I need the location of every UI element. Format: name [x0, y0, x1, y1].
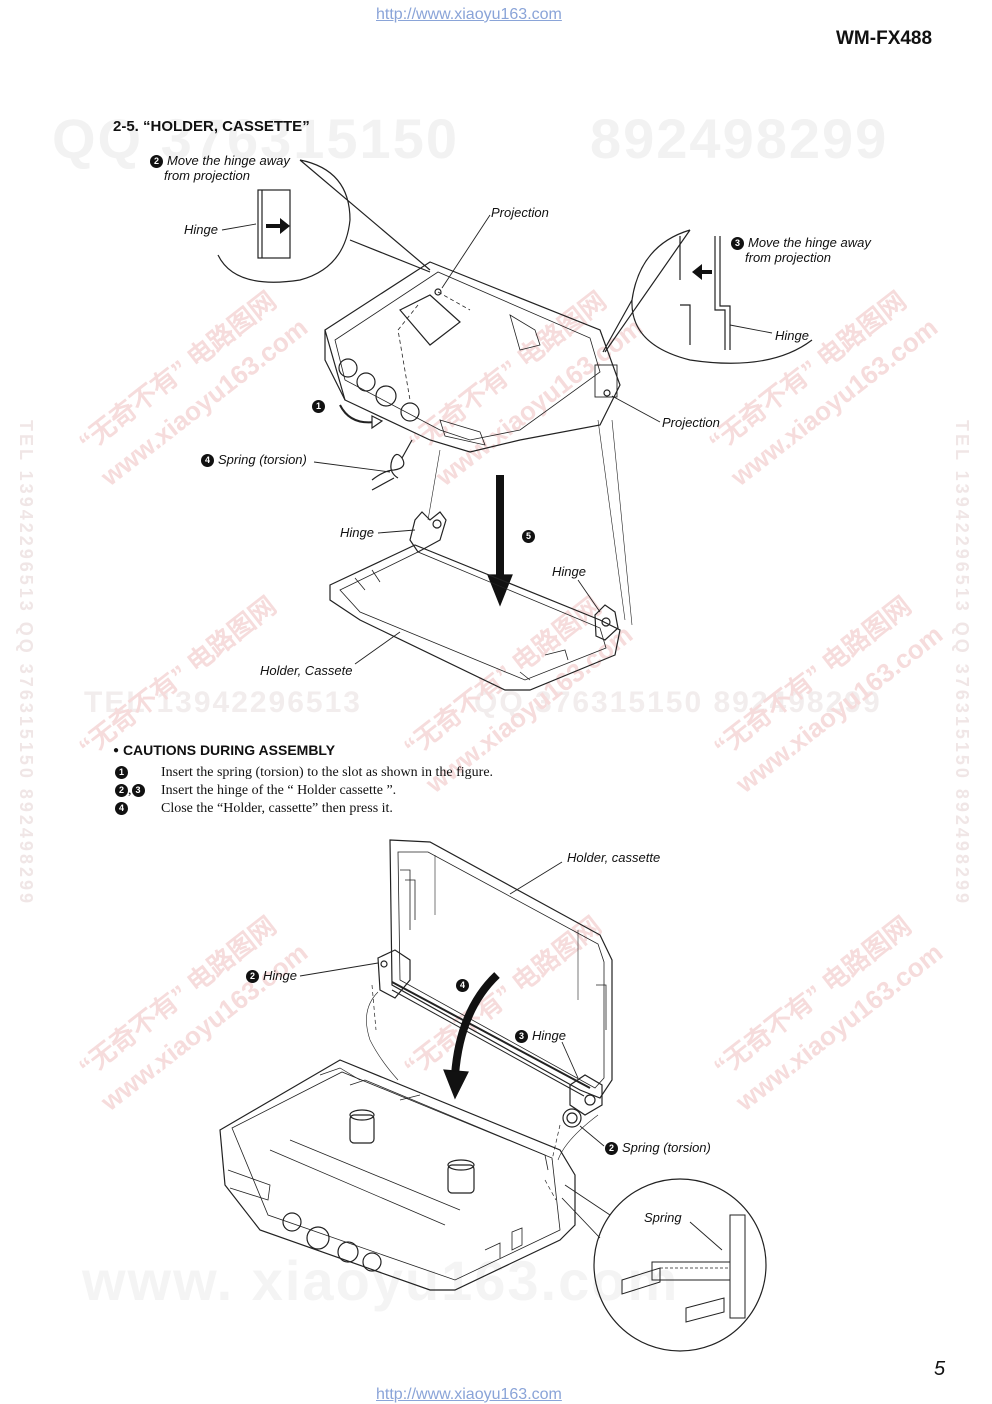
step-3-icon: 3 [731, 237, 744, 250]
spring-label: 4 Spring (torsion) [201, 452, 307, 467]
caution-item-1-text: Insert the spring (torsion) to the slot … [161, 765, 494, 780]
callout-left-line2: from projection [164, 168, 250, 183]
hinge-2-icon: 2 [246, 970, 259, 983]
caution-2-icon: 2 [115, 784, 128, 797]
section-title: 2-5. “HOLDER, CASSETTE” [113, 118, 310, 135]
page-number: 5 [934, 1358, 946, 1380]
spring-torsion-label: 2 Spring (torsion) [605, 1140, 711, 1155]
caution-item-3: 4 Close the “Holder, cassette” then pres… [115, 801, 715, 819]
hinge-2-text: Hinge [263, 968, 297, 983]
spring-label-text: Spring (torsion) [218, 452, 307, 467]
footer-url-link[interactable]: http://www.xiaoyu163.com [376, 1386, 562, 1403]
hinge-right-label: Hinge [552, 564, 586, 579]
spring-torsion-text: Spring (torsion) [622, 1140, 711, 1155]
step-4b-icon: 4 [456, 979, 469, 992]
cautions-heading-text: CAUTIONS DURING ASSEMBLY [122, 742, 336, 758]
step-5-icon: 5 [522, 530, 535, 543]
callout-left-text: 2 Move the hinge away from projection [150, 153, 290, 183]
hinge-3-icon: 3 [515, 1030, 528, 1043]
caution-1-icon: 1 [115, 766, 128, 779]
caution-4-icon: 4 [115, 802, 128, 815]
caution-item-2-text: Insert the hinge of the “ Holder cassett… [161, 783, 397, 798]
callout-left-hinge-label: Hinge [184, 222, 218, 237]
spring-2-icon: 2 [605, 1142, 618, 1155]
caution-item-2: 2,3 Insert the hinge of the “ Holder cas… [115, 783, 715, 801]
projection-right-label: Projection [662, 415, 720, 430]
step-4-marker: 4 [456, 977, 473, 992]
model-number: WM-FX488 [836, 28, 933, 49]
detail-spring-label: Spring [644, 1210, 682, 1225]
callout-right-line2: from projection [745, 250, 831, 265]
hinge-left-label: Hinge [340, 525, 374, 540]
caution-item-3-text: Close the “Holder, cassette” then press … [161, 801, 393, 816]
callout-left-line1: Move the hinge away [167, 153, 290, 168]
holder-cassette-label: Holder, cassette [567, 850, 661, 865]
step-1-marker: 1 [312, 398, 329, 413]
callout-right-hinge-label: Hinge [775, 328, 809, 343]
step-4-icon: 4 [201, 454, 214, 467]
cautions-heading: ● CAUTIONS DURING ASSEMBLY [113, 742, 335, 758]
bullet-icon: ● [113, 745, 120, 756]
callout-right-text: 3 Move the hinge away from projection [731, 235, 871, 265]
caution-item-1: 1 Insert the spring (torsion) to the slo… [115, 765, 715, 783]
callout-right-line1: Move the hinge away [748, 235, 871, 250]
caution-3-icon: 3 [131, 784, 145, 797]
hinge-3-label: 3 Hinge [515, 1028, 566, 1043]
header-url-link[interactable]: http://www.xiaoyu163.com [376, 6, 562, 23]
projection-top-label: Projection [491, 205, 549, 220]
step-5-marker: 5 [522, 528, 539, 543]
hinge-3-text: Hinge [532, 1028, 566, 1043]
holder-cassete-label: Holder, Cassete [260, 663, 353, 678]
hinge-2-label: 2 Hinge [246, 968, 297, 983]
step-2-icon: 2 [150, 155, 163, 168]
step-1-icon: 1 [312, 400, 325, 413]
